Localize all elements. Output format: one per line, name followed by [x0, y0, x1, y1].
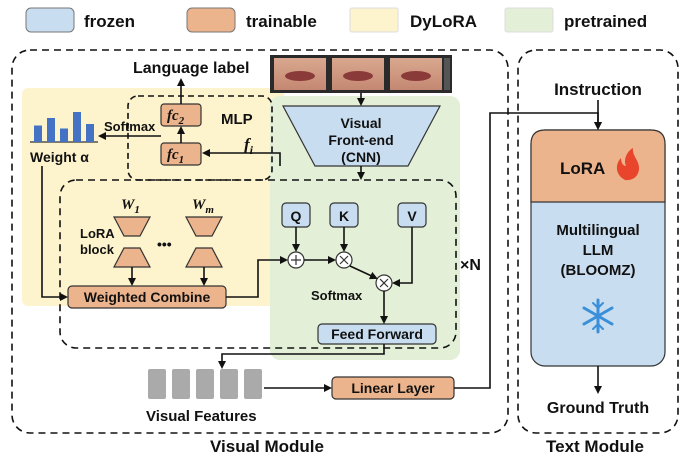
lora-block-m	[185, 216, 223, 268]
weight-bar	[86, 124, 94, 142]
instruction-label: Instruction	[554, 80, 642, 99]
weighted-combine-label: Weighted Combine	[84, 289, 211, 305]
fc1-sub: 1	[179, 154, 185, 166]
legend: frozen trainable DyLoRA pretrained	[25, 7, 647, 33]
lora-block-1	[113, 216, 151, 268]
feed-forward-block	[317, 323, 437, 345]
visual-features-tokens	[148, 369, 262, 399]
llm-label-line2: LLM	[583, 242, 614, 259]
v-label: V	[407, 208, 417, 224]
lora-dots: •••	[157, 236, 172, 252]
snowflake-icon	[582, 298, 614, 334]
visual-module-label: Visual Module	[210, 437, 324, 456]
wm-main: W	[192, 197, 207, 213]
w1-label: W1	[121, 197, 140, 216]
visual-frontend-line2: Front-end	[328, 132, 393, 148]
lora-adapter-block	[530, 129, 666, 203]
weight-label: Weight α	[30, 149, 89, 165]
mlp-softmax-label: Softmax	[104, 119, 156, 134]
q-label: Q	[291, 208, 302, 224]
video-frames-image	[270, 55, 452, 93]
fc2-main: fc	[167, 108, 179, 124]
transformer-block-border	[59, 179, 457, 349]
feed-forward-label: Feed Forward	[331, 326, 423, 342]
lora-block-label-line2: block	[80, 242, 115, 257]
text-module-border	[517, 49, 679, 434]
fi-main: f	[244, 135, 252, 154]
fi-label: fi	[244, 135, 254, 157]
weight-bar	[73, 112, 81, 142]
visual-frontend-line3: (CNN)	[341, 149, 381, 165]
wm-sub: m	[205, 204, 214, 216]
lora-block-label-line1: LoRA	[80, 226, 115, 241]
llm-label-line1: Multilingual	[556, 222, 639, 239]
multiply-operator-icon	[335, 251, 353, 269]
connectors	[41, 78, 602, 394]
ground-truth-label: Ground Truth	[547, 400, 649, 417]
add-operator-icon	[287, 251, 305, 269]
multiply-operator-icon	[375, 274, 393, 292]
w1-main: W	[121, 197, 136, 213]
wm-label: Wm	[192, 197, 214, 216]
legend-swatch-pretrained	[504, 7, 554, 33]
visual-frontend-line1: Visual	[341, 115, 382, 131]
visual-features-label: Visual Features	[146, 408, 257, 425]
fc1-main: fc	[167, 147, 179, 163]
lora-label: LoRA	[560, 159, 605, 178]
weight-bar	[47, 118, 55, 142]
text-module-label: Text Module	[546, 437, 644, 456]
legend-swatch-dylora	[349, 7, 399, 33]
weight-bars	[34, 112, 94, 142]
fc2-sub: 2	[178, 115, 185, 127]
legend-label-trainable: trainable	[246, 12, 317, 31]
fc1-label: fc1	[167, 147, 184, 166]
legend-label-frozen: frozen	[84, 12, 135, 31]
w1-sub: 1	[134, 204, 140, 216]
llm-label-line3: (BLOOMZ)	[561, 262, 636, 279]
language-label: Language label	[133, 60, 249, 77]
flame-icon	[616, 148, 639, 181]
k-label: K	[339, 208, 349, 224]
legend-label-pretrained: pretrained	[564, 12, 647, 31]
weight-bar	[60, 128, 68, 142]
fi-sub: i	[250, 143, 254, 157]
linear-layer-label: Linear Layer	[351, 380, 435, 396]
mlp-label: MLP	[221, 111, 253, 128]
weight-bar	[34, 125, 42, 142]
visual-module-border	[11, 49, 509, 434]
times-n-label: ×N	[460, 257, 481, 274]
visual-frontend-block	[282, 105, 441, 167]
legend-swatch-frozen	[25, 7, 75, 33]
fc2-label: fc2	[167, 108, 185, 127]
attention-softmax-label: Softmax	[311, 288, 363, 303]
legend-label-dylora: DyLoRA	[410, 12, 477, 31]
legend-swatch-trainable	[186, 7, 236, 33]
